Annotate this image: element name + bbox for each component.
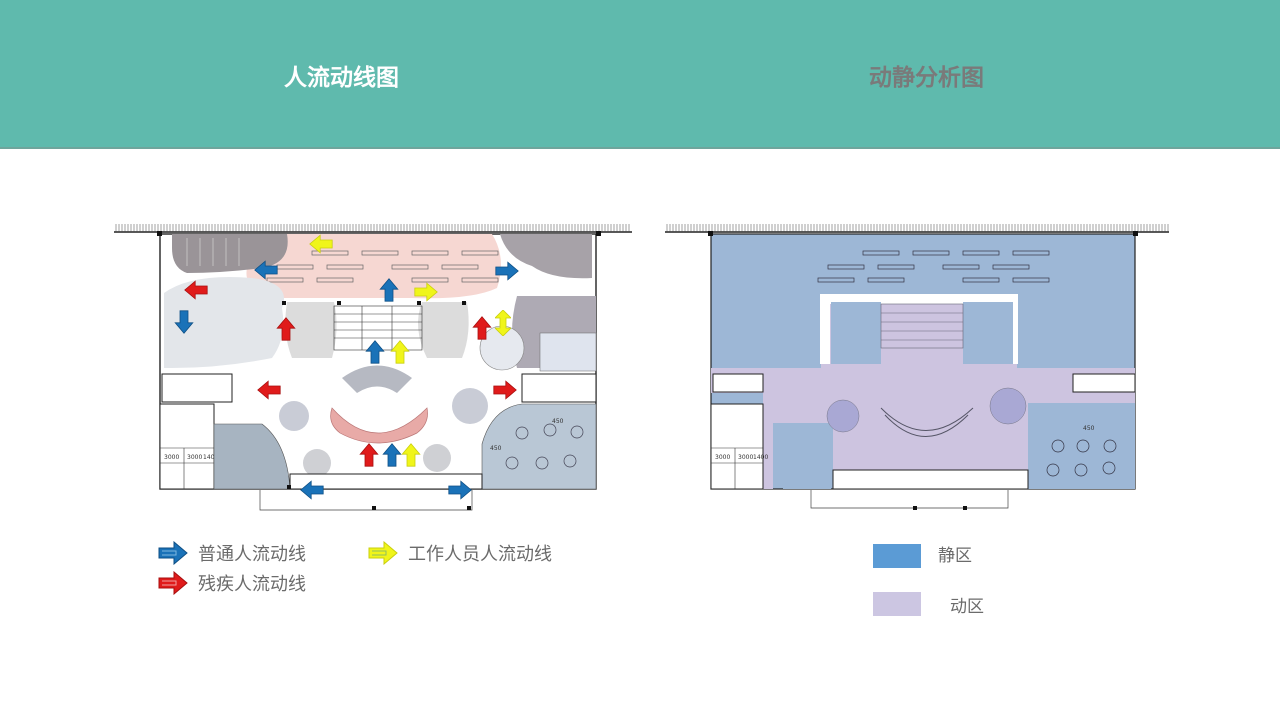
disabled-flow-arrow-icon [257,380,281,400]
zone-floor-plan: 450 3000 3000 1400 [663,218,1173,518]
quiet-zone-label: 静区 [938,546,972,566]
disabled-flow-arrow-icon [493,380,517,400]
legend-label: 残疾人流动线 [198,574,306,595]
svg-text:450: 450 [552,418,564,425]
staff-flow-arrow-icon [414,282,438,302]
svg-text:1400: 1400 [203,454,218,461]
red-arrow-icon [158,571,188,595]
active-zone-swatch [873,592,921,616]
staff-flow-arrow-icon [495,310,511,336]
svg-text:3000: 3000 [738,454,753,461]
normal-flow-arrow-icon [448,480,472,500]
blue-arrow-icon [158,541,188,565]
active-zone-label: 动区 [950,597,984,617]
disabled-flow-arrow-icon [184,280,208,300]
legend-normal-flow: 普通人流动线 [158,540,306,566]
svg-text:3000: 3000 [164,454,179,461]
normal-flow-arrow-icon [377,278,401,302]
disabled-flow-arrow-icon [470,316,494,340]
normal-flow-arrow-icon [495,261,519,281]
svg-text:450: 450 [490,445,502,452]
legend-disabled-flow: 残疾人流动线 [158,570,306,596]
svg-text:3000: 3000 [715,454,730,461]
svg-text:1400: 1400 [753,454,768,461]
staff-flow-arrow-icon [309,234,333,254]
staff-flow-arrow-icon [388,340,412,364]
legend-staff-flow: 工作人员人流动线 [368,540,552,566]
normal-flow-arrow-icon [300,480,324,500]
floor-plan-drawing: 3000 3000 1400 450 450 [114,224,632,511]
disabled-flow-arrow-icon [357,443,381,467]
zone-plan-drawing: 450 3000 3000 1400 [665,224,1169,510]
svg-text:3000: 3000 [187,454,202,461]
normal-flow-arrow-icon [172,310,196,334]
yellow-arrow-icon [368,541,398,565]
normal-flow-arrow-icon [380,443,404,467]
svg-text:450: 450 [1083,425,1095,432]
tab-flow-diagram[interactable]: 人流动线图 [284,65,399,91]
legend-label: 普通人流动线 [198,544,306,565]
tab-zone-analysis[interactable]: 动静分析图 [869,65,984,91]
normal-flow-arrow-icon [363,340,387,364]
header-bar: 人流动线图 动静分析图 [0,0,1280,149]
disabled-flow-arrow-icon [274,317,298,341]
flow-floor-plan: 3000 3000 1400 450 450 [112,218,642,528]
quiet-zone-swatch [873,544,921,568]
staff-flow-arrow-icon [399,443,423,467]
normal-flow-arrow-icon [254,260,278,280]
legend-label: 工作人员人流动线 [408,544,552,565]
